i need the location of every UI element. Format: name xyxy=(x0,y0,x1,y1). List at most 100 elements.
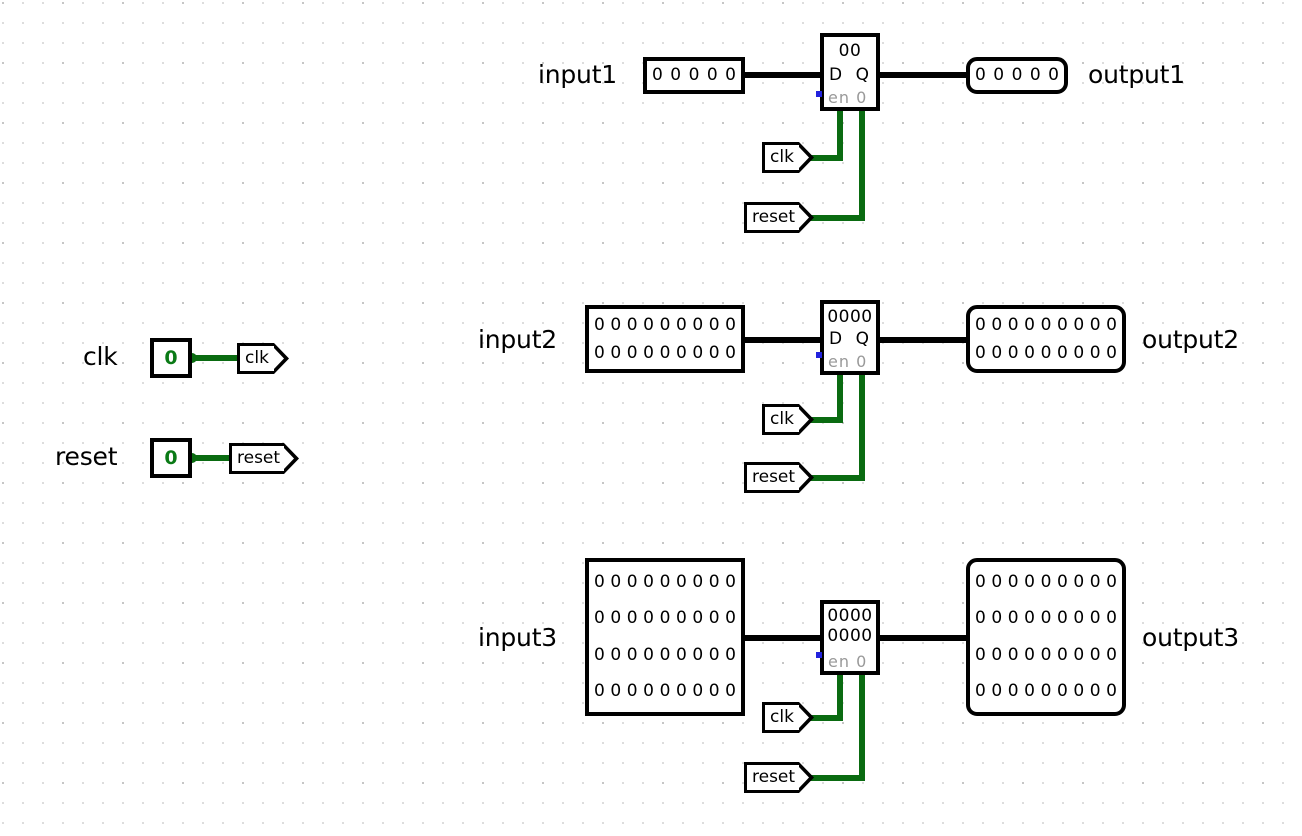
probe-digit: 0 xyxy=(688,65,700,85)
tunnel-tag-clk-row2[interactable]: clk xyxy=(762,404,799,435)
probe-digit: 0 xyxy=(610,644,622,665)
probe-digit: 0 xyxy=(1106,644,1117,665)
probe-digit: 0 xyxy=(708,644,720,665)
probe-digit: 0 xyxy=(975,342,986,363)
probe-digit: 0 xyxy=(626,571,638,592)
tunnel-tag-clk-row3[interactable]: clk xyxy=(762,702,799,733)
probe-digit: 0 xyxy=(594,681,605,702)
probe-digit: 0 xyxy=(1089,314,1101,335)
tunnel-label: clk xyxy=(770,147,794,167)
probe-digit: 0 xyxy=(610,571,622,592)
register1-port-d: D xyxy=(829,65,843,85)
probe-digit: 0 xyxy=(610,314,622,335)
register3-value-line1: 0000 xyxy=(827,606,873,626)
probe-digit: 0 xyxy=(1011,65,1023,85)
probe-digit: 0 xyxy=(1040,681,1052,702)
reset-pin-toggle[interactable]: 0 xyxy=(150,438,192,478)
probe-digit: 0 xyxy=(1024,644,1035,665)
input3-label: input3 xyxy=(478,623,558,652)
probe-digit: 0 xyxy=(675,314,687,335)
tunnel-label: reset xyxy=(752,207,796,227)
clk-pin-toggle[interactable]: 0 xyxy=(150,338,192,378)
probe-digit: 0 xyxy=(708,314,720,335)
probe-digit: 0 xyxy=(1007,342,1019,363)
probe-digit: 0 xyxy=(1073,571,1085,592)
probe-digit: 0 xyxy=(670,65,682,85)
probe-digit: 0 xyxy=(626,608,638,629)
probe-digit: 0 xyxy=(975,681,986,702)
probe-digit: 0 xyxy=(659,608,671,629)
probe-digit: 0 xyxy=(708,681,720,702)
probe-digit: 0 xyxy=(652,65,663,85)
probe-digit: 0 xyxy=(1106,681,1117,702)
tunnel-label: reset xyxy=(237,448,281,468)
probe-digit: 0 xyxy=(708,342,720,363)
probe-digit: 0 xyxy=(1040,644,1052,665)
register3[interactable]: 0000 0000 en 0 xyxy=(820,600,880,675)
probe-digit: 0 xyxy=(1056,681,1068,702)
probe-digit: 0 xyxy=(1024,608,1035,629)
tunnel-tag-clk-source[interactable]: clk xyxy=(237,343,274,374)
reset-pin-value: 0 xyxy=(164,446,178,469)
probe-digit: 0 xyxy=(1024,314,1035,335)
register1-enable-port-dot xyxy=(816,91,822,97)
probe-digit: 0 xyxy=(643,342,654,363)
probe-digit: 0 xyxy=(991,681,1003,702)
output3-label: output3 xyxy=(1142,623,1239,652)
probe-digit: 0 xyxy=(725,571,736,592)
wire-reset-row1 xyxy=(802,110,865,221)
probe-digit: 0 xyxy=(626,314,638,335)
probe-digit: 0 xyxy=(1048,65,1059,85)
probe-digit: 0 xyxy=(594,342,605,363)
register1[interactable]: 00 D Q en 0 xyxy=(820,33,880,111)
probe-digit: 0 xyxy=(1007,681,1019,702)
input1-label: input1 xyxy=(538,60,618,89)
probe-digit: 0 xyxy=(594,644,605,665)
output1-label: output1 xyxy=(1088,60,1185,89)
probe-digit: 0 xyxy=(1089,571,1101,592)
probe-digit: 0 xyxy=(1073,608,1085,629)
tunnel-label: clk xyxy=(245,348,269,368)
probe-digit: 0 xyxy=(692,314,704,335)
probe-digit: 0 xyxy=(1024,571,1035,592)
tunnel-label: clk xyxy=(770,409,794,429)
probe-digit: 0 xyxy=(659,681,671,702)
probe-digit: 0 xyxy=(975,314,986,335)
register2[interactable]: 0000 D Q en 0 xyxy=(820,300,880,375)
probe-digit: 0 xyxy=(725,681,736,702)
probe-digit: 0 xyxy=(975,608,986,629)
probe-digit: 0 xyxy=(1073,644,1085,665)
probe-digit: 0 xyxy=(675,342,687,363)
probe-digit: 0 xyxy=(626,342,638,363)
register1-port-q: Q xyxy=(855,65,869,85)
probe-digit: 0 xyxy=(1040,342,1052,363)
tunnel-tag-reset-row1[interactable]: reset xyxy=(744,202,799,233)
probe-digit: 0 xyxy=(626,681,638,702)
probe-digit: 0 xyxy=(610,681,622,702)
tunnel-tag-reset-row3[interactable]: reset xyxy=(744,762,799,793)
probe-digit: 0 xyxy=(991,342,1003,363)
tunnel-tag-reset-source[interactable]: reset xyxy=(229,443,284,474)
probe-digit: 0 xyxy=(1056,314,1068,335)
probe-digit: 0 xyxy=(675,608,687,629)
tunnel-tag-clk-row1[interactable]: clk xyxy=(762,142,799,173)
probe-digit: 0 xyxy=(991,571,1003,592)
probe-digit: 0 xyxy=(725,314,736,335)
tunnel-tag-reset-row2[interactable]: reset xyxy=(744,462,799,493)
probe-digit: 0 xyxy=(991,314,1003,335)
